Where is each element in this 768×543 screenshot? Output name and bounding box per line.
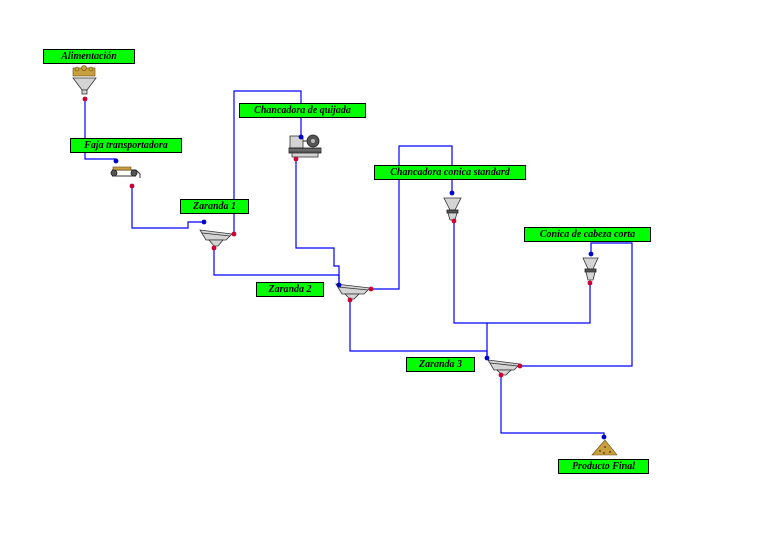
stream-zaranda-3-undersize-to-product[interactable] <box>500 375 605 437</box>
label-zaranda-3[interactable]: Zaranda 3 <box>406 357 475 372</box>
inlet-port-jaw-crusher[interactable] <box>298 134 304 140</box>
inlet-port-conveyor[interactable] <box>113 158 119 164</box>
jaw-crusher-icon[interactable] <box>288 134 322 158</box>
label-conica-de-cabeza-corta[interactable]: Conica de cabeza corta <box>524 227 651 242</box>
outlet-port-zaranda-1-oversize[interactable] <box>231 231 237 237</box>
stream-conveyor-to-zaranda-1[interactable] <box>131 186 204 229</box>
conveyor-belt-icon[interactable] <box>110 166 141 178</box>
inlet-ports <box>113 134 607 440</box>
stream-zaranda-2-oversize-to-cone-crusher[interactable] <box>371 145 453 290</box>
inlet-port-short-head-cone[interactable] <box>588 251 594 257</box>
short-head-cone-crusher-icon[interactable] <box>582 257 599 281</box>
label-chancadora-conica-standard[interactable]: Chancadora conica standard <box>374 165 526 180</box>
cone-crusher-icon[interactable] <box>443 197 462 221</box>
vibrating-screen-icon-zaranda-3[interactable] <box>487 359 521 376</box>
stream-jaw-crusher-to-zaranda-2[interactable] <box>295 159 340 285</box>
outlet-port-zaranda-3-undersize[interactable] <box>498 372 504 378</box>
outlet-port-zaranda-2-oversize[interactable] <box>368 286 374 292</box>
label-zaranda-1[interactable]: Zaranda 1 <box>180 199 249 214</box>
inlet-port-cone-crusher[interactable] <box>449 190 455 196</box>
outlet-port-short-head-cone[interactable] <box>587 280 593 286</box>
inlet-port-product[interactable] <box>601 434 607 440</box>
label-zaranda-2[interactable]: Zaranda 2 <box>256 282 324 297</box>
outlet-port-cone-crusher[interactable] <box>451 218 457 224</box>
stream-zaranda-2-undersize-to-zaranda-3[interactable] <box>349 300 488 358</box>
stream-short-head-cone-to-zaranda-3[interactable] <box>487 283 591 324</box>
vibrating-screen-icon-zaranda-2[interactable] <box>335 283 371 300</box>
feed-hopper-icon[interactable] <box>72 65 97 95</box>
label-chancadora-de-quijada[interactable]: Chancadora de quijada <box>239 103 366 118</box>
label-alimentacion[interactable]: Alimentación <box>43 49 135 64</box>
stream-cone-crusher-to-zaranda-3[interactable] <box>453 221 488 358</box>
outlet-port-zaranda-2-undersize[interactable] <box>347 297 353 303</box>
inlet-port-zaranda-2[interactable] <box>336 282 342 288</box>
label-faja-transportadora[interactable]: Faja transportadora <box>70 138 182 153</box>
outlet-ports <box>82 96 593 378</box>
outlet-port-conveyor[interactable] <box>129 183 135 189</box>
vibrating-screen-icon-zaranda-1[interactable] <box>199 229 233 247</box>
outlet-port-zaranda-1-undersize[interactable] <box>211 245 217 251</box>
outlet-port-jaw-crusher[interactable] <box>293 156 299 162</box>
outlet-port-feed[interactable] <box>82 96 88 102</box>
label-producto-final[interactable]: Producto Final <box>558 459 649 474</box>
stream-zaranda-3-oversize-to-short-head-cone[interactable] <box>520 242 633 367</box>
stream-zaranda-1-undersize-to-zaranda-2[interactable] <box>213 248 340 285</box>
product-stockpile-icon[interactable] <box>591 439 618 456</box>
inlet-port-zaranda-1[interactable] <box>201 219 207 225</box>
inlet-port-zaranda-3[interactable] <box>484 355 490 361</box>
outlet-port-zaranda-3-oversize[interactable] <box>517 363 523 369</box>
